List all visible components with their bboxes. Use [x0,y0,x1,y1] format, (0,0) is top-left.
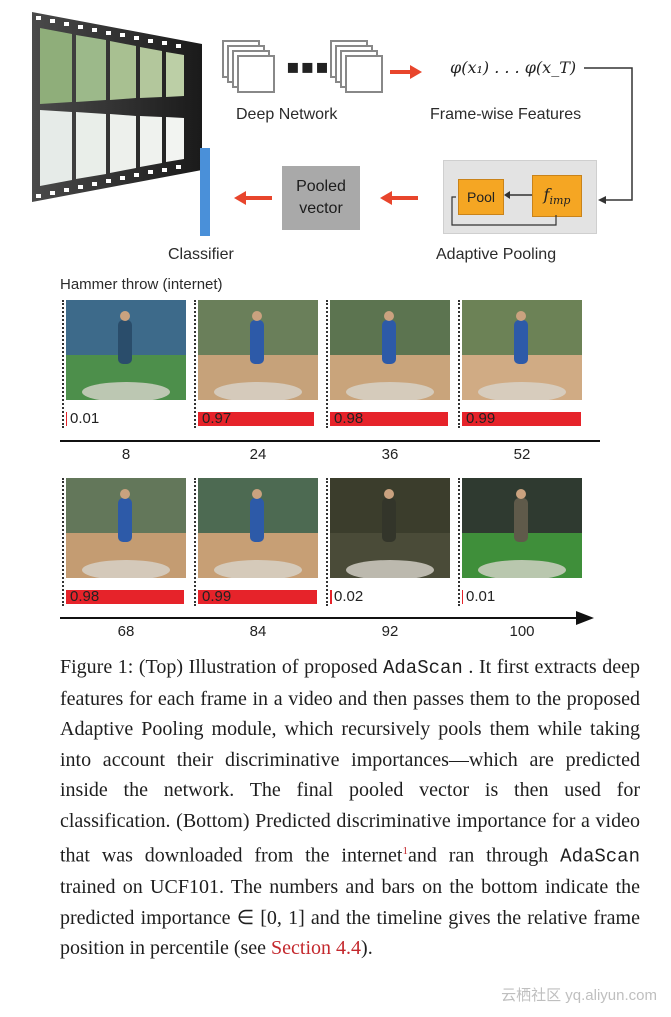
importance-bar [462,590,463,604]
caption-section-link[interactable]: Section 4.4 [271,937,362,960]
timeline-row2 [60,617,580,619]
frame-image [198,478,318,578]
frame-divider [326,300,328,428]
frame-divider [62,478,64,606]
frame-image [330,478,450,578]
frames-title: Hammer throw (internet) [60,276,223,293]
arrow-to-features-icon [390,65,422,79]
importance-score: 0.01 [70,410,100,427]
feature-connector-line [584,67,633,204]
importance-score: 0.98 [70,588,100,605]
frame-image [330,300,450,400]
importance-score: 0.97 [202,410,232,427]
importance-score: 0.99 [202,588,232,605]
importance-score: 0.98 [334,410,364,427]
frame-image [66,300,186,400]
caption-part2: . It first extracts deep features for ea… [60,656,640,867]
frame-divider [458,300,460,428]
importance-bar [198,590,317,604]
video-frame [330,300,450,428]
timeline-arrow-icon [576,611,594,625]
caption-part5: ). [361,937,373,960]
deep-network-label: Deep Network [236,106,338,123]
fimp-box: fimp [532,175,582,217]
video-frame [66,478,186,606]
timeline-position-label: 8 [121,446,131,463]
pool-box: Pool [458,179,504,215]
importance-bar [330,412,448,426]
video-frame [330,478,450,606]
adaptive-pooling-label: Adaptive Pooling [436,246,557,263]
frame-divider [194,478,196,606]
importance-score: 0.99 [466,410,496,427]
importance-bar [462,412,581,426]
timeline-position-label: 68 [117,623,135,640]
video-frame [462,478,582,606]
pooled-vector-line1: Pooled [296,178,346,195]
frame-divider [458,478,460,606]
network-layer-stack-right [330,40,383,93]
timeline-position-label: 52 [513,446,531,463]
features-formula-text: φ(x₁) . . . φ(x_T) [450,58,577,77]
video-frame [198,300,318,428]
adaptive-pooling-module: Pool fimp [443,160,597,234]
features-formula: φ(x₁) . . . φ(x_T) [450,58,576,77]
frame-divider [62,300,64,428]
timeline-position-label: 36 [381,446,399,463]
frame-divider [194,300,196,428]
caption-method: AdaScan [383,657,463,679]
caption-method2: AdaScan [560,845,640,868]
pooled-vector-line2: vector [299,200,343,217]
video-frame [66,300,186,428]
fimp-label: fimp [544,185,571,207]
frame-image [66,478,186,578]
classifier-bar [200,148,210,236]
timeline-position-label: 24 [249,446,267,463]
importance-bar [66,412,67,426]
pooled-vector-box: Pooled vector [282,166,360,230]
importance-score: 0.01 [466,588,496,605]
caption-part4: trained on UCF101. The numbers and bars … [60,876,640,960]
arrow-to-classifier-icon [234,191,272,205]
fimp-sub: imp [549,194,571,208]
fimp-to-pool-arrow-icon [504,191,532,199]
timeline-position-label: 100 [509,623,535,640]
importance-score: 0.02 [334,588,364,605]
pooling-loop-line [451,196,557,226]
timeline-position-label: 92 [381,623,399,640]
classifier-label: Classifier [168,246,234,263]
frame-features-label: Frame-wise Features [430,106,582,123]
video-filmstrip [32,12,202,202]
ellipsis: ▪▪▪ [286,54,330,78]
importance-bar [66,590,184,604]
timeline-row1 [60,440,600,442]
figure-caption: Figure 1: (Top) Illustration of proposed… [60,652,640,964]
frame-image [198,300,318,400]
frame-divider [326,478,328,606]
watermark: 云栖社区 yq.aliyun.com [501,987,657,1004]
video-frame [198,478,318,606]
importance-bar [330,590,332,604]
caption-footnote[interactable]: 1 [402,845,408,857]
frame-image [462,300,582,400]
video-frame [462,300,582,428]
fimp-f: f [543,184,550,204]
arrow-to-pooled-vector-icon [380,191,418,205]
caption-part3: and ran through [407,844,561,867]
caption-part1: Figure 1: (Top) Illustration of proposed [60,656,383,678]
pool-label: Pool [466,189,496,205]
frame-image [462,478,582,578]
timeline-position-label: 84 [249,623,267,640]
filmstrip-illustration [32,12,202,202]
network-layer-stack-left [222,40,275,93]
importance-bar [198,412,314,426]
